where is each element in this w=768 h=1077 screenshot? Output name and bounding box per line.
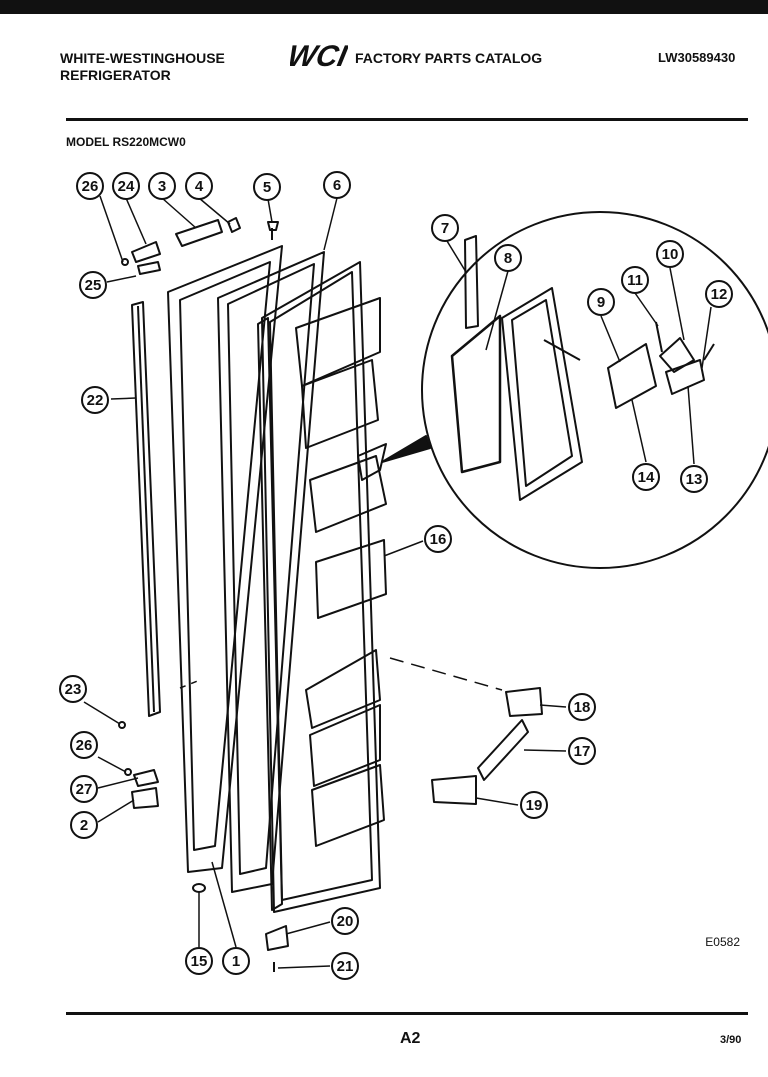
svg-text:20: 20 — [337, 913, 354, 930]
callout-21: 21 — [331, 952, 359, 980]
callout-3: 3 — [148, 172, 176, 200]
svg-text:18: 18 — [574, 699, 591, 716]
callout-20: 20 — [331, 907, 359, 935]
svg-text:WCI: WCI — [290, 40, 348, 72]
diagram-code: E0582 — [705, 935, 740, 949]
svg-text:10: 10 — [662, 246, 679, 263]
callout-22: 22 — [81, 386, 109, 414]
brand-line-2: REFRIGERATOR — [60, 67, 171, 83]
callout-leaders — [83, 195, 712, 969]
liner-shelves — [295, 297, 387, 847]
callout-14: 14 — [632, 463, 660, 491]
brand-line-1: WHITE-WESTINGHOUSE — [60, 50, 225, 66]
model-label: MODEL RS220MCW0 — [66, 135, 186, 149]
svg-text:7: 7 — [441, 220, 449, 237]
callout-26-lower: 26 — [70, 731, 98, 759]
catalog-number: LW30589430 — [658, 50, 736, 65]
callout-26: 26 — [76, 172, 104, 200]
page-number: A2 — [400, 1030, 421, 1047]
callout-7: 7 — [431, 214, 459, 242]
header-rule — [66, 118, 748, 121]
callout-4: 4 — [185, 172, 213, 200]
svg-text:9: 9 — [597, 294, 605, 311]
callout-8: 8 — [494, 244, 522, 272]
svg-text:15: 15 — [191, 953, 208, 970]
callout-11: 11 — [621, 266, 649, 294]
detail-bubble — [381, 211, 768, 569]
wci-logo: WCI — [290, 40, 348, 72]
svg-text:3: 3 — [158, 178, 166, 195]
callout-24: 24 — [112, 172, 140, 200]
callout-6: 6 — [323, 171, 351, 199]
footer-rule — [66, 1012, 748, 1015]
svg-text:19: 19 — [526, 797, 543, 814]
callout-15: 15 — [185, 947, 213, 975]
callout-1: 1 — [222, 947, 250, 975]
callout-5: 5 — [253, 173, 281, 201]
callout-25: 25 — [79, 271, 107, 299]
callout-23: 23 — [59, 675, 87, 703]
svg-text:22: 22 — [87, 392, 104, 409]
svg-text:23: 23 — [65, 681, 82, 698]
small-parts — [118, 217, 543, 972]
callout-group: 26 24 3 4 5 6 25 22 7 8 9 10 11 12 14 13… — [59, 171, 733, 980]
callout-12: 12 — [705, 280, 733, 308]
svg-text:16: 16 — [430, 531, 447, 548]
callout-18: 18 — [568, 693, 596, 721]
svg-text:21: 21 — [337, 958, 354, 975]
svg-text:2: 2 — [80, 817, 88, 834]
part-16-liner — [257, 261, 381, 913]
svg-text:26: 26 — [76, 737, 93, 754]
svg-text:12: 12 — [711, 286, 728, 303]
part-22-strip — [131, 301, 161, 717]
top-black-bar — [0, 0, 768, 14]
callout-13: 13 — [680, 465, 708, 493]
svg-text:14: 14 — [638, 469, 655, 486]
svg-text:8: 8 — [504, 250, 512, 267]
svg-text:27: 27 — [76, 781, 93, 798]
svg-text:4: 4 — [195, 178, 204, 195]
part-1-door-frame — [167, 245, 283, 873]
svg-text:5: 5 — [263, 179, 271, 196]
svg-text:1: 1 — [232, 953, 240, 970]
catalog-date: 3/90 — [720, 1034, 742, 1046]
svg-text:11: 11 — [627, 272, 643, 289]
callout-9: 9 — [587, 288, 615, 316]
svg-text:17: 17 — [574, 743, 591, 760]
svg-text:26: 26 — [82, 178, 99, 195]
callout-2: 2 — [70, 811, 98, 839]
callout-16: 16 — [424, 525, 452, 553]
callout-17: 17 — [568, 737, 596, 765]
callout-27: 27 — [70, 775, 98, 803]
svg-text:13: 13 — [686, 471, 703, 488]
catalog-title: FACTORY PARTS CATALOG — [355, 50, 543, 66]
svg-text:25: 25 — [85, 277, 102, 294]
callout-19: 19 — [520, 791, 548, 819]
svg-text:6: 6 — [333, 177, 341, 194]
callout-10: 10 — [656, 240, 684, 268]
svg-text:24: 24 — [118, 178, 135, 195]
